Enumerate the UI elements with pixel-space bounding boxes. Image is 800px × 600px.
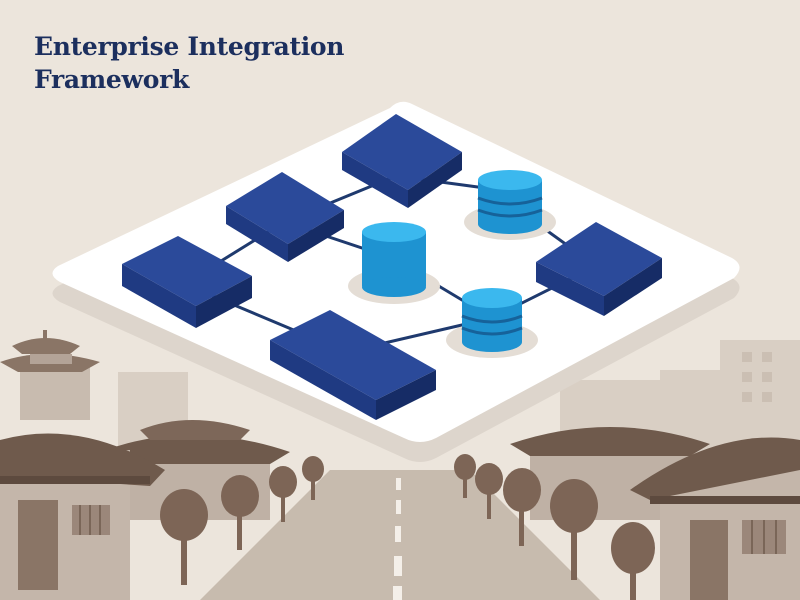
service-block-5 [270, 310, 436, 420]
service-block-2 [226, 172, 344, 262]
tree-icon [160, 454, 655, 600]
service-block-4 [536, 222, 662, 316]
database-icon [464, 170, 556, 240]
database-icon [446, 288, 538, 358]
service-block-3 [122, 236, 252, 328]
title-line-1: Enterprise Integration [34, 32, 345, 61]
page-title: Enterprise Integration Framework [34, 30, 344, 96]
traditional-pavilion-icon [0, 330, 100, 420]
road-markings [393, 478, 402, 600]
database-icon [348, 222, 440, 304]
background-town [0, 330, 800, 600]
title-line-2: Framework [34, 65, 190, 94]
service-block-1 [342, 114, 462, 208]
